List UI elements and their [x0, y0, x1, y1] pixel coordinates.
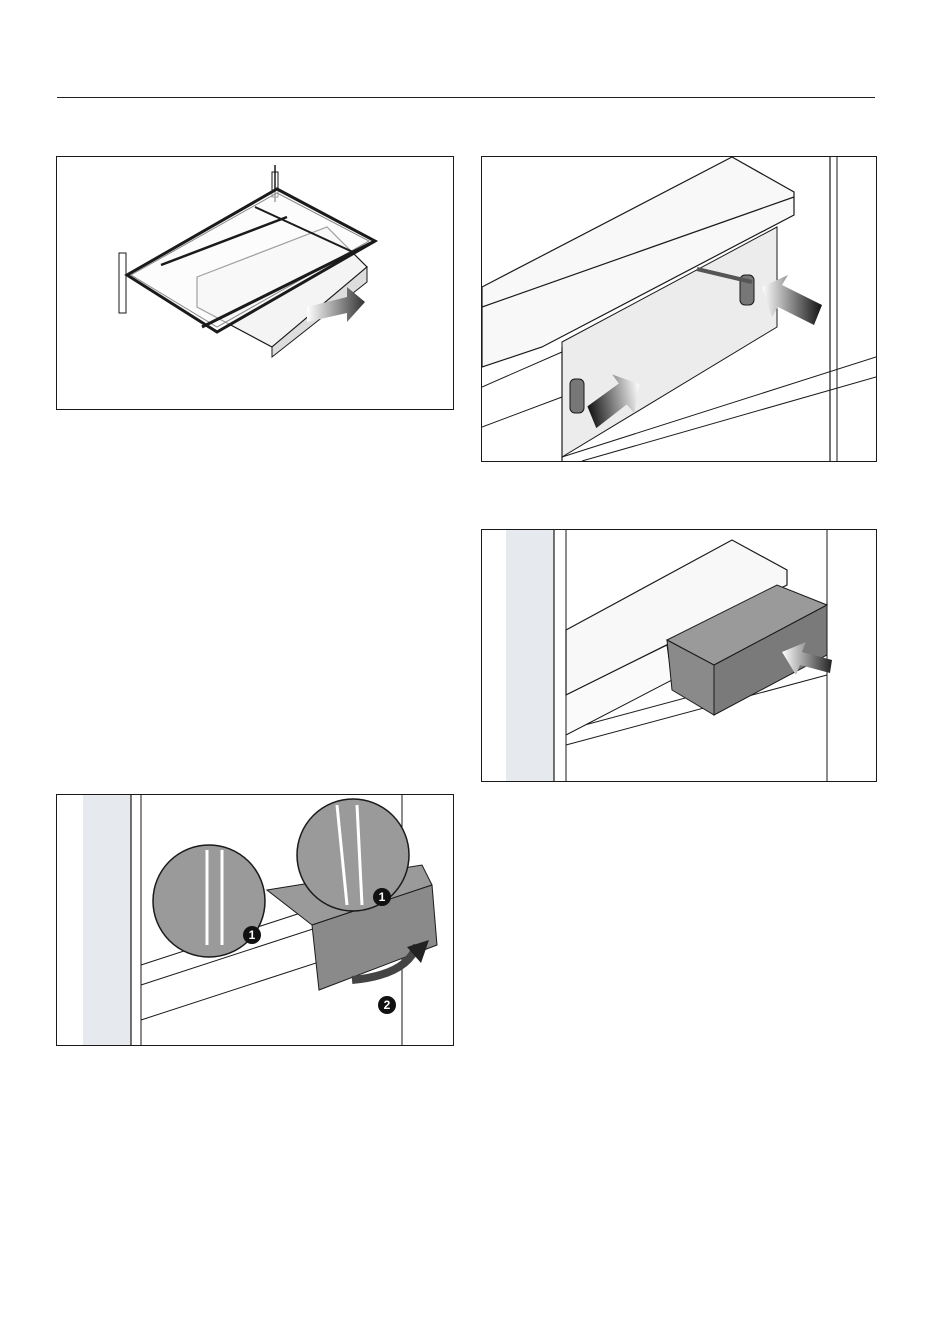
- remove-drawer-illustration: 1 1 2: [57, 795, 453, 1045]
- svg-text:1: 1: [249, 928, 256, 942]
- shelf-with-drawer-illustration: [57, 157, 453, 409]
- figure-insert-drawer: [481, 529, 877, 782]
- figure-remove-drawer: 1 1 2: [56, 794, 454, 1046]
- insert-drawer-illustration: [482, 530, 876, 781]
- drawer-rails-illustration: [482, 157, 876, 461]
- header-rule: [57, 97, 875, 98]
- svg-text:2: 2: [384, 998, 391, 1012]
- figure-shelf-drawer: [56, 156, 454, 410]
- svg-text:1: 1: [379, 890, 386, 904]
- figure-drawer-rails: [481, 156, 877, 462]
